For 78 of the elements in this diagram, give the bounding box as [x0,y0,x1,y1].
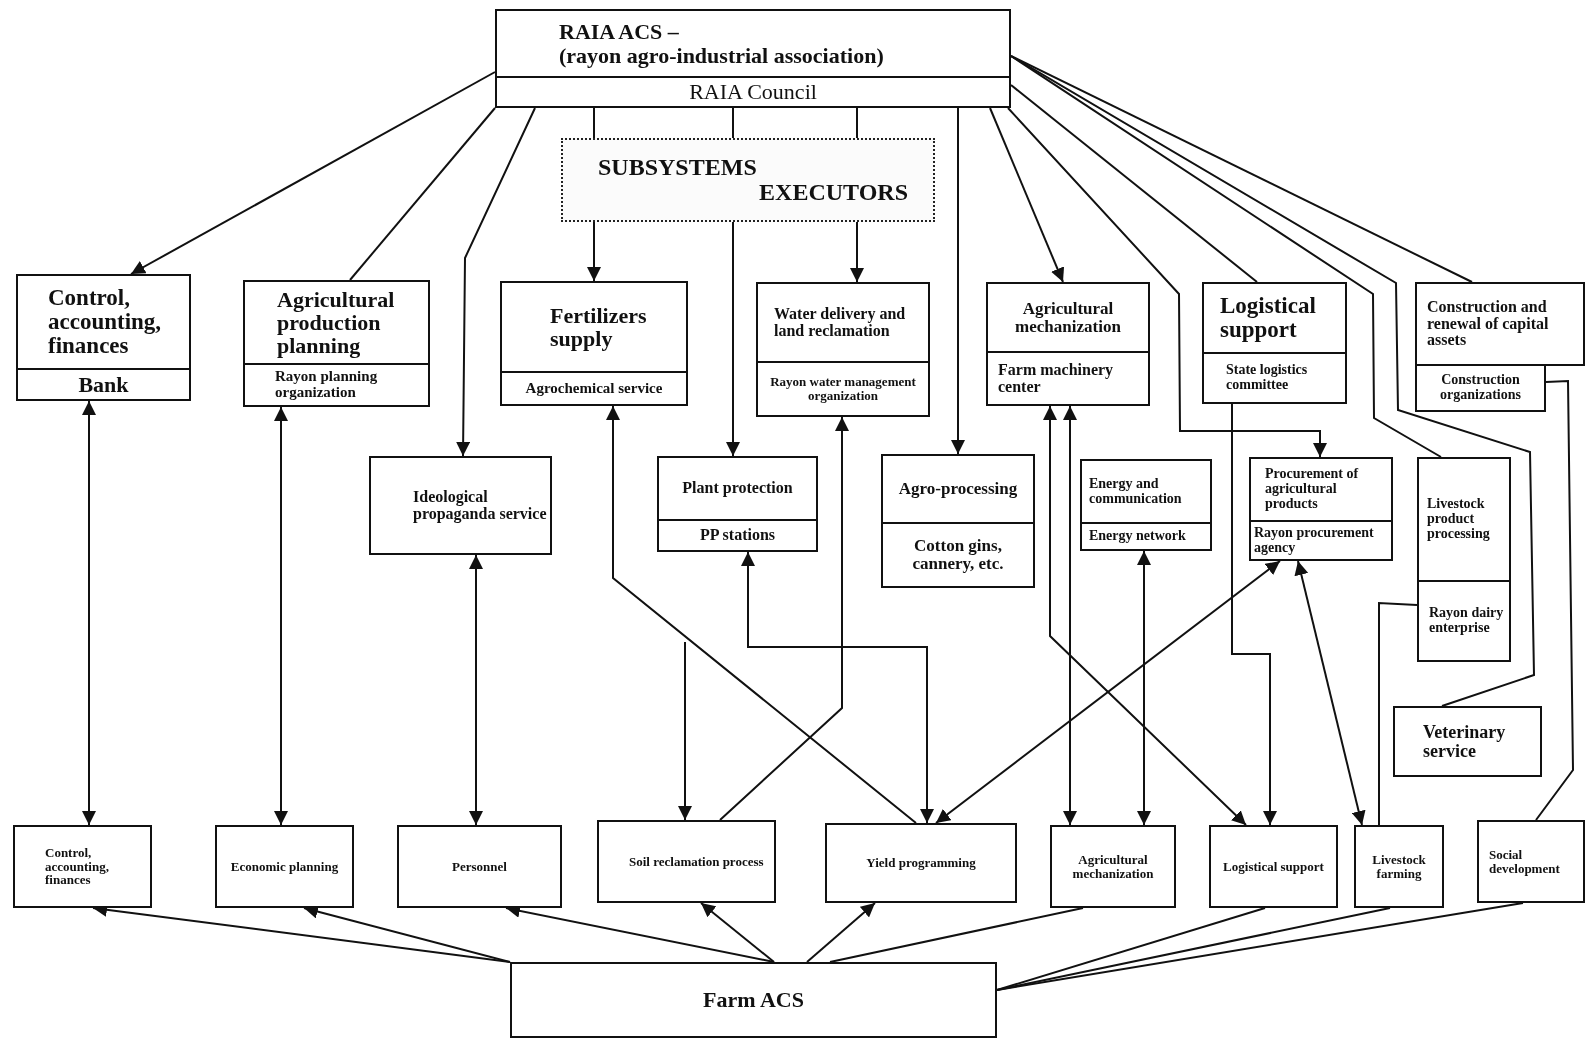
subunit-name: Rayon procurement agency [1253,525,1375,556]
unit-name: RAIA ACS – [558,20,680,44]
unit-name: Agricultural production planning [276,287,396,358]
arrow [741,551,934,824]
connector-line [1010,55,1473,283]
arrow [806,902,876,963]
arrow [700,902,775,963]
subunit-name: Agrochemical service [524,380,664,397]
unit-name: Agricultural mechanization [1014,299,1122,336]
group-heading: SUBSYSTEMS [597,154,758,180]
unit-name: Construction and renewal of capital assets [1426,298,1550,350]
connector-line [996,907,1266,991]
arrow [606,405,917,824]
subunit-name: Construction organizations [1439,373,1522,403]
connector-line [1010,84,1258,283]
arrow [1063,405,1077,826]
arrow [469,554,483,826]
unit-name: Fertilizers supply [549,303,648,351]
connector-line [829,907,1084,963]
subunit-name: State logistics committee [1225,363,1309,393]
connector-line [1010,55,1442,458]
connector-line [1535,379,1574,821]
unit-name: Energy and communication [1088,476,1183,507]
unit-name: Plant protection [681,480,794,497]
arrow [989,107,1065,283]
unit-name: Agricultural mechanization [1071,852,1155,881]
connector-line [856,107,858,139]
subunit-name: Energy network [1088,529,1187,544]
group-heading: EXECUTORS [758,180,909,206]
unit-name: Yield programming [865,856,977,870]
unit-name: Agro-processing [897,480,1019,498]
arrow [1294,560,1366,826]
connector-line [593,107,595,139]
unit-name: Logistical support [1219,293,1317,343]
unit-name: Control, accounting, finances [47,285,163,359]
unit-name: (rayon agro-industrial association) [558,43,885,67]
subunit-name: Cotton gins, cannery, etc. [911,537,1005,573]
unit-name: Livestock farming [1371,852,1427,881]
unit-name: Ideological propaganda service [412,488,548,523]
arrow [1137,550,1151,826]
connector-line [1010,55,1535,707]
unit-name: Veterinary service [1422,722,1507,761]
unit-name: Livestock product processing [1426,497,1491,542]
subunit-name: Bank [77,372,130,397]
subunit-name: RAIA Council [688,80,818,104]
connector-line [732,107,734,139]
unit-name: Social development [1488,847,1561,876]
arrow [1231,403,1277,826]
unit-name: Farm ACS [702,988,805,1012]
arrow [726,221,740,457]
connector-line [349,107,496,281]
unit-name: Water delivery and land reclamation [773,305,907,340]
arrow [130,71,496,275]
unit-name: Procurement of agricultural products [1264,467,1360,512]
arrow [935,560,1281,824]
subunit-name: Rayon dairy enterprise [1428,606,1505,636]
arrow [850,221,864,283]
arrow [1007,107,1327,458]
arrow [587,221,601,282]
unit-name: Control, accounting, finances [44,846,110,887]
subunit-name: Rayon planning organization [274,369,379,401]
unit-name: Personnel [451,859,508,874]
subunit-name: PP stations [698,527,777,544]
arrow [951,107,965,455]
arrow [82,400,96,826]
connector-line [996,907,1391,991]
unit-name: Logistical support [1222,859,1325,874]
arrow [678,641,692,821]
subunit-name: Rayon water management organization [769,375,917,403]
connector-line [1378,601,1418,826]
arrow [274,406,288,826]
arrow [1043,405,1247,826]
unit-name: Soil reclamation process [628,854,765,869]
unit-name: Economic planning [229,859,340,874]
arrow [456,107,536,457]
subunit-name: Farm machinery center [997,361,1115,396]
arrow [719,416,849,821]
connector-line [996,902,1524,991]
